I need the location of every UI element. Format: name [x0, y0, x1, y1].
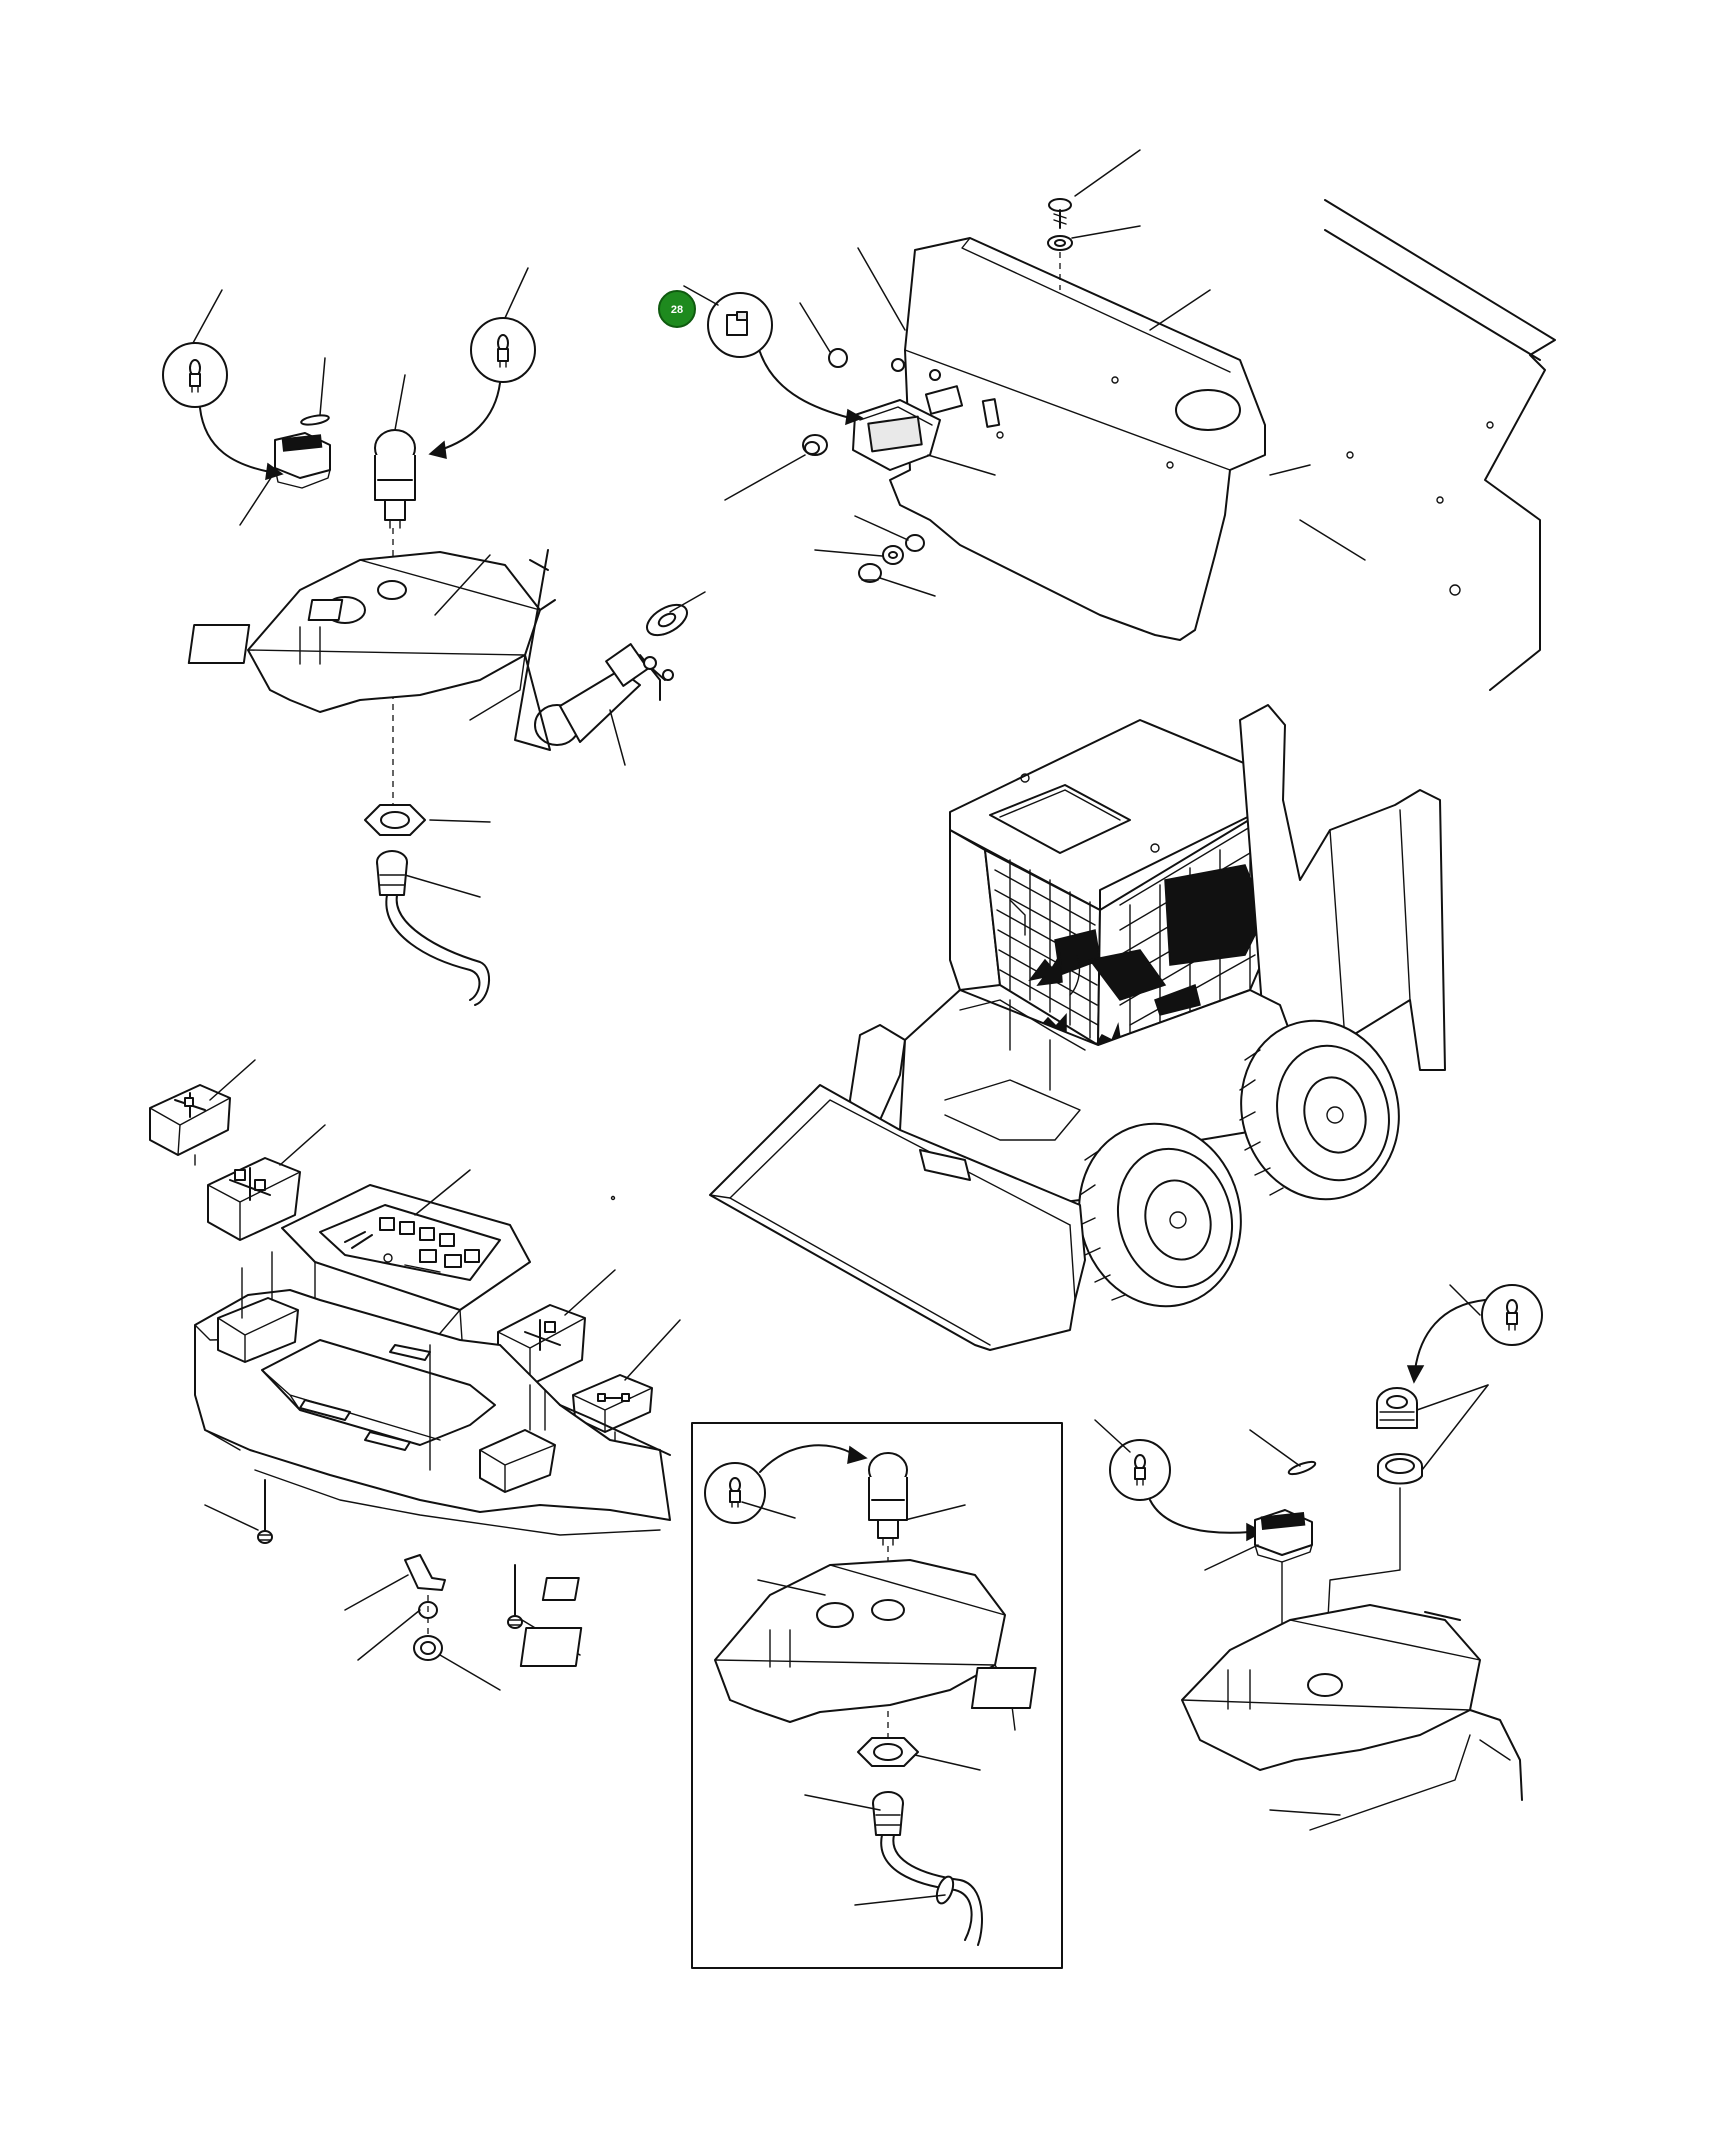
wheel-rear-right: [1239, 1019, 1400, 1201]
wheel-front-right: [1078, 1122, 1242, 1308]
inset-bulb: [729, 1477, 741, 1508]
top-washer: [1047, 235, 1073, 251]
bulb-socket-wire: [376, 850, 491, 1006]
callout-28-label: 28: [671, 304, 683, 316]
callout-28[interactable]: 28: [658, 290, 696, 328]
ignition-keys: [639, 654, 674, 701]
loader-bucket: [709, 1084, 1086, 1351]
panel-opening: [1175, 389, 1241, 431]
cluster-gauges: [344, 1217, 480, 1273]
lamp-nut: [364, 804, 426, 836]
right-rocker-switch: [1254, 1509, 1313, 1563]
grommet: [828, 348, 848, 368]
right-indicator-lamp: [1376, 1387, 1418, 1429]
right-console-assembly: [970, 1284, 1543, 1831]
rear-panel-assembly: [683, 149, 1556, 691]
bulb-2: [497, 334, 509, 368]
highlight-console-right: [1154, 984, 1201, 1016]
inset-detail-box: [519, 1422, 1063, 1969]
top-screw: [1048, 198, 1072, 229]
right-bulb-1: [1506, 1299, 1518, 1331]
left-console-top: [162, 267, 706, 1006]
ignition-switch: [534, 603, 688, 746]
rear-cover-panel: [889, 237, 1266, 641]
detail-circle-switch: [707, 292, 773, 358]
panel-fasteners: [858, 534, 925, 583]
console-top-housing: [247, 551, 541, 713]
right-bulb-2: [1134, 1454, 1146, 1486]
highlight-rear-panel: [1164, 864, 1266, 966]
console-switch-1: [149, 1084, 231, 1166]
console-bracket: [404, 1554, 446, 1661]
highlight-console-center: [1088, 949, 1167, 1001]
instrument-cluster: [281, 1184, 531, 1346]
right-bulb-circle-1: [1481, 1284, 1543, 1346]
indicator-lamp: [374, 429, 416, 529]
lens-clip: [300, 414, 330, 426]
bulb-detail-circle-2: [470, 317, 536, 383]
console-switch-2: [207, 1157, 301, 1241]
cab-cage: [949, 829, 1001, 991]
stray-dot: [610, 1195, 616, 1201]
inset-indicator-lamp: [868, 1452, 908, 1546]
console-switch-4: [572, 1374, 653, 1443]
right-lamp-ring: [1377, 1453, 1423, 1485]
right-lens-clip: [1287, 1460, 1317, 1476]
rocker-switch-left: [274, 432, 331, 489]
console-screw-right: [507, 1564, 523, 1629]
bulb-detail-circle-1: [162, 342, 228, 408]
inset-nut: [857, 1737, 919, 1767]
right-bulb-circle-2: [1109, 1439, 1171, 1501]
inset-console-housing: [714, 1559, 1006, 1723]
dash-console: [149, 1059, 681, 1691]
console-screw-left: [257, 1479, 273, 1544]
inset-frame: [691, 1422, 1063, 1969]
rocker-switch-panel: [852, 399, 941, 471]
bulb-1: [189, 359, 201, 393]
skid-steer-loader: [709, 704, 1446, 1351]
panel-plug: [802, 434, 828, 456]
inset-bulb-circle: [704, 1462, 766, 1524]
inset-bulb-socket-wire: [872, 1791, 983, 1946]
